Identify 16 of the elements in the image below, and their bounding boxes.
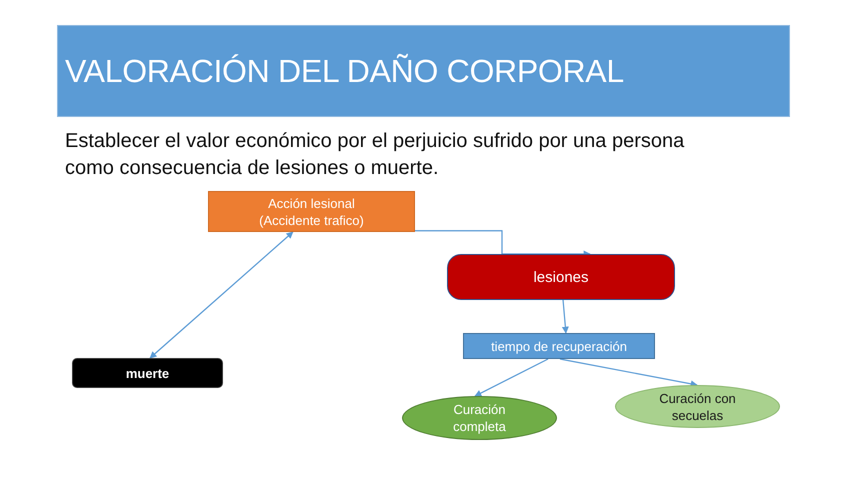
double-arrow [150, 232, 294, 358]
node-label: Curación con secuelas [658, 390, 737, 424]
process-box [463, 333, 655, 359]
node-label: Acción lesional (Accidente trafico) [258, 194, 365, 228]
subtitle-text: Establecer el valor económico por el perjuicio sufrido por una persona como consecuencia de lesiones o muerte. [65, 129, 686, 181]
process-box [208, 191, 415, 232]
rounded-box [72, 358, 223, 388]
arrow [474, 358, 548, 397]
rounded-box [447, 254, 675, 300]
node-label: muerte [126, 364, 170, 382]
node-label: lesiones [533, 268, 589, 286]
node-label: tiempo de recuperación [491, 338, 627, 354]
title: VALORACIÓN DEL DAÑO CORPORAL [65, 52, 624, 90]
arrow [560, 358, 698, 388]
node-label: Curación completa [452, 401, 507, 435]
arrow [562, 300, 569, 334]
